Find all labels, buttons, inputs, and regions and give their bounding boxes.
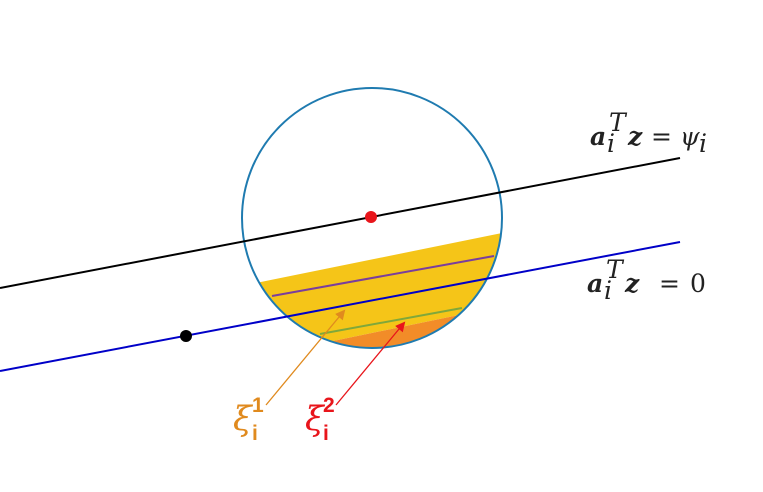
eq-top-equals: = [651,122,672,151]
equation-bottom: a i T z = 0 [587,255,706,305]
equation-top: a i T z = ψ i [590,108,707,158]
eq-bottom-z: z [624,269,640,298]
eq-bottom-sub: i [604,276,612,305]
eq-bottom-zero: 0 [690,269,706,298]
arrow-xi2 [335,321,406,406]
eq-bottom-sup: T [606,255,625,284]
eq-top-z: z [627,122,643,151]
eq-bottom-equals: = [659,269,680,298]
arrow-xi1 [265,309,346,406]
xi1-symbol: ξ [233,399,254,439]
region-xi1 [242,180,502,348]
feasible-circle [241,87,503,349]
point-red [365,211,377,223]
shaded-regions [242,180,502,348]
eq-top-psi-sub: i [699,129,707,158]
line-top [0,157,681,289]
eq-top-sub: i [607,129,615,158]
eq-bottom-a: a [587,269,603,298]
line-bottom [0,241,681,372]
xi1-sup: 1 [252,394,264,417]
xi2-symbol: ξ [305,399,326,439]
point-black [180,330,192,342]
label-xi1: ξ 1 i [233,394,264,445]
eq-top-sup: T [609,108,628,137]
eq-top-a: a [590,122,606,151]
label-xi2: ξ 2 i [305,394,335,445]
xi2-sup: 2 [323,394,335,417]
eq-top-psi: ψ [680,122,700,151]
purple-chord [271,255,495,297]
green-chord [319,307,463,335]
xi2-sub: i [323,422,329,445]
xi1-sub: i [252,422,258,445]
